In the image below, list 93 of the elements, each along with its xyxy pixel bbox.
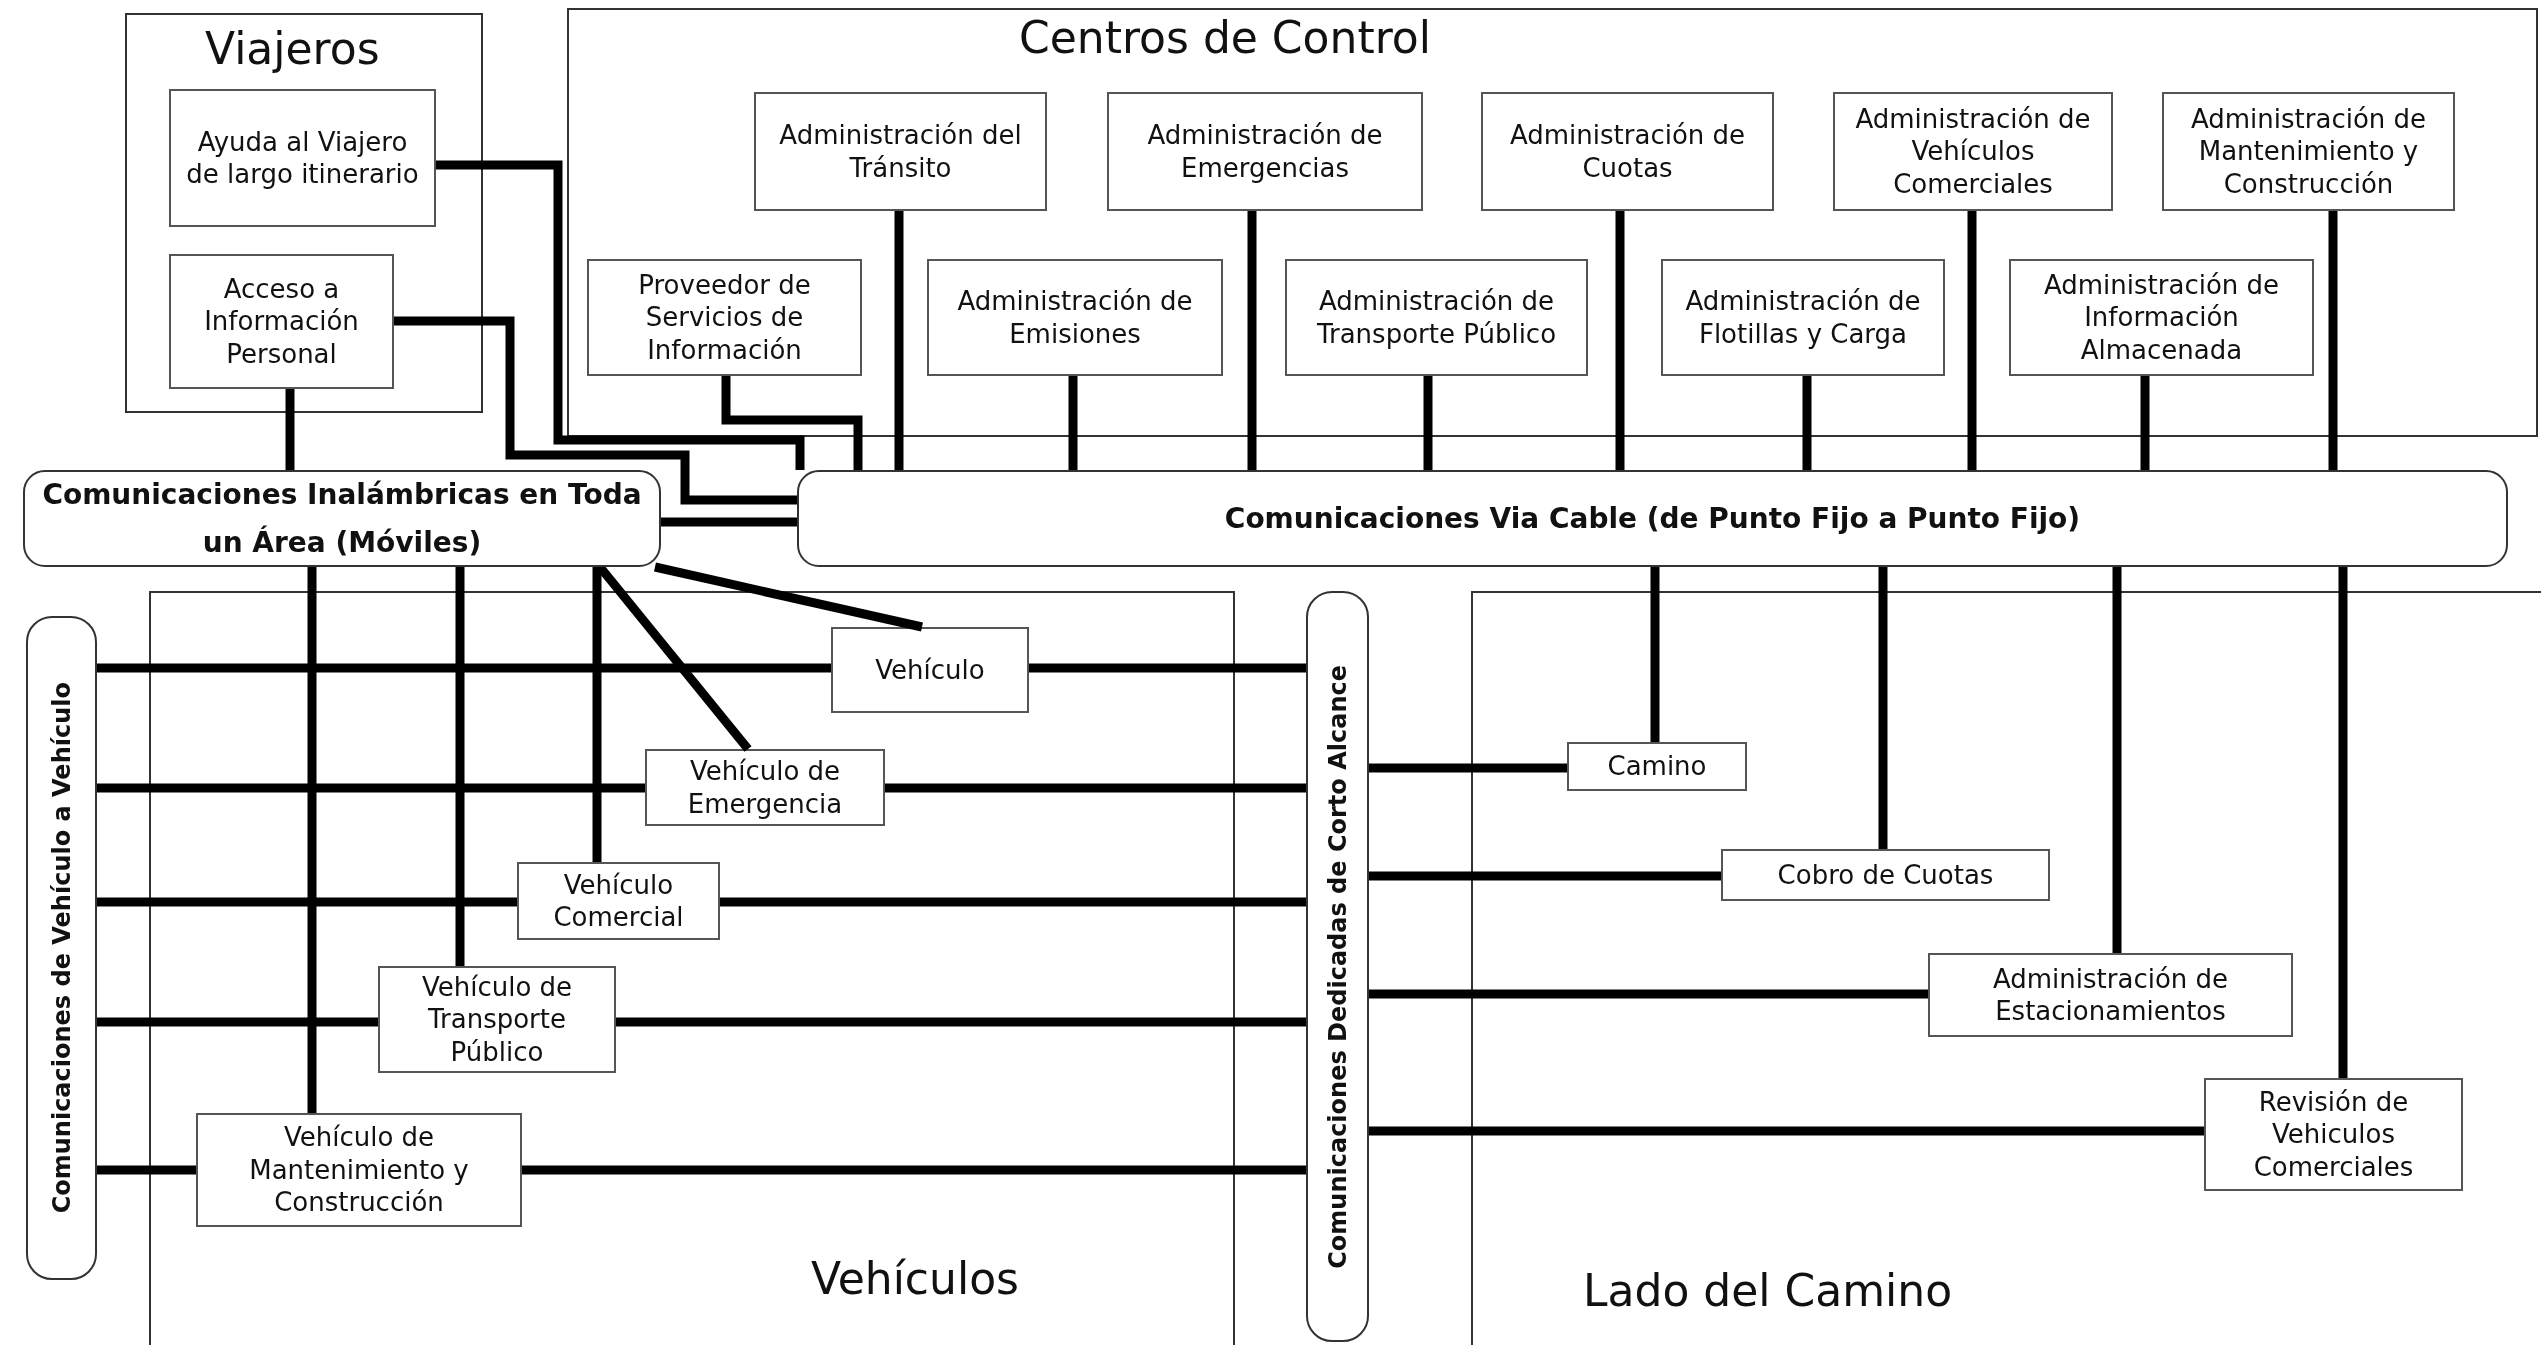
connector-line bbox=[1068, 376, 1078, 470]
process-box bbox=[1833, 92, 2113, 211]
connector-line bbox=[2328, 211, 2338, 470]
connector-line bbox=[2112, 567, 2122, 953]
connector-line bbox=[97, 1165, 196, 1175]
group-panel bbox=[1471, 591, 2541, 1345]
bus-label: Comunicaciones Dedicadas de Corto Alcance bbox=[1323, 664, 1352, 1269]
group-title: Centros de Control bbox=[1019, 12, 1431, 63]
connector-line bbox=[1369, 989, 1928, 999]
process-box bbox=[2009, 259, 2314, 376]
box-label: Acceso a Información Personal bbox=[203, 272, 360, 371]
group-panel bbox=[125, 13, 483, 413]
box-label: Administración de Flotillas y Carga bbox=[1684, 285, 1922, 350]
connector-line bbox=[720, 897, 1306, 907]
group-title: Viajeros bbox=[205, 23, 380, 74]
connector-line bbox=[2140, 376, 2150, 470]
box-label: Cobro de Cuotas bbox=[1777, 858, 1994, 892]
box-label: Administración de Mantenimiento y Construcción bbox=[2189, 102, 2428, 201]
group-title: Lado del Camino bbox=[1583, 1265, 1953, 1316]
communication-bus bbox=[26, 616, 97, 1280]
connector-line bbox=[1369, 763, 1567, 773]
connector-line bbox=[894, 211, 904, 470]
box-label: Ayuda al Viajero de largo itinerario bbox=[185, 125, 420, 191]
box-label: Administración de Emergencias bbox=[1146, 119, 1384, 184]
box-label: Administración del Tránsito bbox=[778, 119, 1023, 184]
process-box bbox=[754, 92, 1047, 211]
connector-line bbox=[1878, 567, 1888, 849]
process-box bbox=[169, 89, 436, 227]
connector-line bbox=[1423, 376, 1433, 470]
connector-line bbox=[394, 316, 797, 505]
connector-line bbox=[1967, 211, 1977, 470]
connector-line bbox=[2338, 567, 2348, 1078]
connector-line bbox=[885, 783, 1306, 793]
process-box bbox=[587, 259, 862, 376]
connector-line bbox=[455, 567, 465, 966]
bus-label: Comunicaciones de Vehículo a Vehículo bbox=[47, 682, 76, 1214]
communication-bus bbox=[23, 470, 661, 567]
communication-bus bbox=[1306, 591, 1369, 1342]
box-label: Administración de Transporte Público bbox=[1315, 285, 1558, 350]
connector-line bbox=[522, 1165, 1306, 1175]
box-label: Vehículo de Emergencia bbox=[686, 755, 844, 820]
process-box bbox=[831, 627, 1029, 713]
connector-line bbox=[97, 783, 645, 793]
process-box bbox=[517, 862, 720, 940]
process-box bbox=[1567, 742, 1747, 791]
box-label: Administración de Emisiones bbox=[956, 285, 1194, 350]
connector-line bbox=[616, 1017, 1306, 1027]
connector-line bbox=[1247, 211, 1257, 470]
process-box bbox=[1661, 259, 1945, 376]
connector-line bbox=[97, 1017, 378, 1027]
group-title: Vehículos bbox=[811, 1253, 1019, 1304]
box-label: Vehículo de Transporte Público bbox=[420, 970, 574, 1069]
connector-line bbox=[1369, 1126, 2204, 1136]
connector-line bbox=[1029, 663, 1306, 673]
process-box bbox=[927, 259, 1223, 376]
box-label: Administración de Cuotas bbox=[1508, 119, 1747, 184]
connector-line bbox=[592, 567, 602, 862]
box-label: Administración de Vehículos Comerciales bbox=[1854, 102, 2092, 201]
connector-line bbox=[285, 389, 295, 470]
box-label: Proveedor de Servicios de Información bbox=[637, 268, 812, 367]
process-box bbox=[1285, 259, 1588, 376]
process-box bbox=[2162, 92, 2455, 211]
connector-line bbox=[1802, 376, 1812, 470]
bus-label: Comunicaciones Via Cable (de Punto Fijo a Punto Fijo) bbox=[1224, 500, 2081, 537]
connector-line bbox=[97, 897, 517, 907]
connector-line bbox=[97, 663, 831, 673]
process-box bbox=[1107, 92, 1423, 211]
box-label: Administración de Estacionamientos bbox=[1991, 962, 2230, 1028]
process-box bbox=[1481, 92, 1774, 211]
process-box bbox=[2204, 1078, 2463, 1191]
connector-line bbox=[436, 160, 805, 470]
process-box bbox=[169, 254, 394, 389]
box-label: Administración de Información Almacenada bbox=[2042, 268, 2281, 367]
process-box bbox=[378, 966, 616, 1073]
box-label: Vehículo Comercial bbox=[552, 868, 685, 934]
bus-label: Comunicaciones Inalámbricas en Toda un Área (Móviles) bbox=[41, 476, 643, 561]
group-panel bbox=[149, 591, 1235, 1345]
box-label: Camino bbox=[1607, 750, 1707, 783]
connector-line bbox=[661, 517, 797, 527]
communication-bus bbox=[797, 470, 2508, 567]
process-box bbox=[196, 1113, 522, 1227]
connector-line bbox=[1650, 567, 1660, 742]
process-box bbox=[1928, 953, 2293, 1037]
connector-line bbox=[1615, 211, 1625, 470]
box-label: Vehículo bbox=[875, 653, 985, 687]
box-label: Revisión de Vehiculos Comerciales bbox=[2252, 1085, 2415, 1184]
process-box bbox=[1721, 849, 2050, 901]
box-label: Vehículo de Mantenimiento y Construcción bbox=[248, 1121, 470, 1219]
process-box bbox=[645, 749, 885, 826]
connector-line bbox=[1369, 871, 1721, 881]
connector-line bbox=[307, 567, 317, 1113]
group-panel bbox=[567, 8, 2538, 437]
connector-line bbox=[721, 376, 863, 470]
